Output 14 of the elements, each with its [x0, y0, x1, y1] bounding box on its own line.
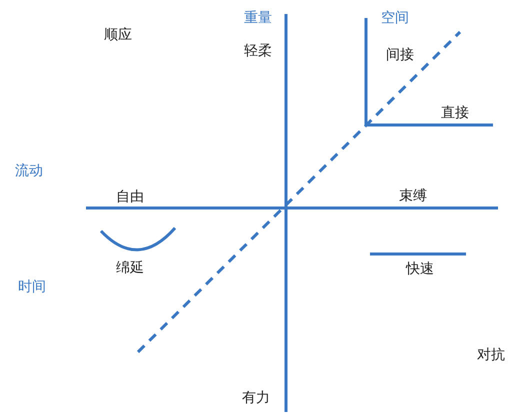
axis-heading: 重量	[244, 10, 272, 26]
pole-label: 自由	[116, 189, 144, 205]
pole-label: 对抗	[477, 347, 505, 363]
axis-heading: 空间	[381, 10, 409, 26]
pole-label: 有力	[242, 390, 270, 406]
axis-heading: 流动	[15, 163, 43, 179]
pole-label: 绵延	[116, 260, 144, 276]
pole-label: 束缚	[399, 188, 427, 204]
pole-label: 直接	[441, 105, 469, 121]
pole-label: 顺应	[104, 27, 132, 43]
axis-heading: 时间	[18, 279, 46, 295]
pole-label: 轻柔	[244, 43, 272, 59]
pole-label: 快速	[406, 261, 434, 277]
pole-label: 间接	[386, 47, 414, 63]
